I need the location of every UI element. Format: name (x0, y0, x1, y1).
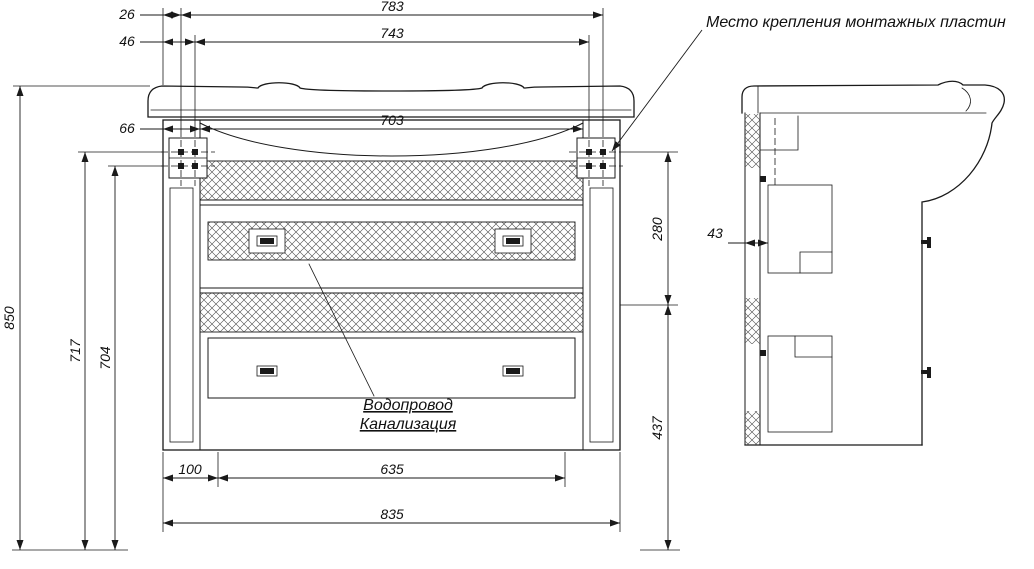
counter-support-step (759, 115, 799, 151)
dim-437: 437 (649, 305, 672, 550)
dim-783: 783 (181, 0, 603, 19)
dim-label-66: 66 (119, 120, 135, 136)
mounting-plate-right (569, 130, 623, 186)
dim-43: 43 (707, 225, 768, 247)
wall-hatch-bottom (745, 411, 760, 445)
countertop (147, 82, 635, 118)
dim-label-703: 703 (380, 112, 404, 128)
front-view (147, 82, 635, 451)
hatch-regions (199, 160, 584, 333)
extension-lines (12, 8, 680, 551)
side-view (741, 80, 1005, 446)
dim-label-43: 43 (707, 225, 723, 241)
dim-850: 850 (1, 86, 24, 550)
dim-100: 100 (163, 461, 218, 482)
wall-hatch-middle (745, 298, 760, 344)
handle-side-upper (921, 237, 931, 248)
dim-label-717: 717 (67, 338, 83, 363)
water-supply-label: Водопровод (363, 397, 453, 414)
plumbing-leader (308, 263, 375, 397)
annotations: Место крепления монтажных пластин Водопр… (308, 14, 1006, 433)
dim-835: 835 (163, 506, 620, 527)
drawer-1-handle-right (502, 235, 524, 247)
dim-label-635: 635 (380, 461, 404, 477)
dim-label-100: 100 (178, 461, 202, 477)
dim-703: 703 (200, 112, 583, 133)
drawer-box-lower-side (767, 335, 833, 433)
dim-46: 46 (119, 33, 195, 49)
dim-635: 635 (218, 461, 565, 482)
bowl-inner-edge (961, 87, 971, 112)
dim-label-850: 850 (1, 306, 17, 330)
dim-label-835: 835 (380, 506, 404, 522)
dim-717: 717 (67, 152, 89, 550)
wall-hatch-top (745, 114, 760, 168)
dimensions: 26 783 46 743 66 703 850 (1, 0, 768, 550)
dim-743: 743 (195, 25, 589, 46)
basin-outline (199, 122, 584, 157)
side-profile (741, 80, 1005, 446)
mounting-plate-left (161, 130, 215, 186)
right-panel-frame (589, 187, 614, 443)
dim-280: 280 (649, 152, 672, 305)
dim-label-26: 26 (118, 6, 135, 22)
dim-label-783: 783 (380, 0, 404, 14)
hatch-band-top (199, 160, 584, 201)
drawer-1 (207, 221, 576, 261)
fastener-icon (760, 176, 766, 182)
drawer-2 (207, 337, 576, 399)
left-panel-frame (169, 187, 194, 443)
sewerage-label: Канализация (360, 416, 457, 433)
drawer-2-handle-left (256, 365, 278, 377)
drawer-2-handle-right (502, 365, 524, 377)
drawer-1-handle-left (256, 235, 278, 247)
dim-label-46: 46 (119, 33, 135, 49)
mounting-note: Место крепления монтажных пластин (706, 14, 1006, 31)
dim-label-743: 743 (380, 25, 404, 41)
dim-label-280: 280 (649, 217, 665, 242)
dim-label-704: 704 (97, 346, 113, 370)
dim-label-437: 437 (649, 415, 665, 440)
mounting-note-leader (611, 29, 703, 152)
dim-704: 704 (97, 166, 119, 550)
dim-66: 66 (119, 120, 200, 136)
hatch-band-middle (199, 292, 584, 333)
dim-26: 26 (118, 6, 181, 22)
handle-side-lower (921, 367, 931, 378)
fastener-icon (760, 350, 766, 356)
